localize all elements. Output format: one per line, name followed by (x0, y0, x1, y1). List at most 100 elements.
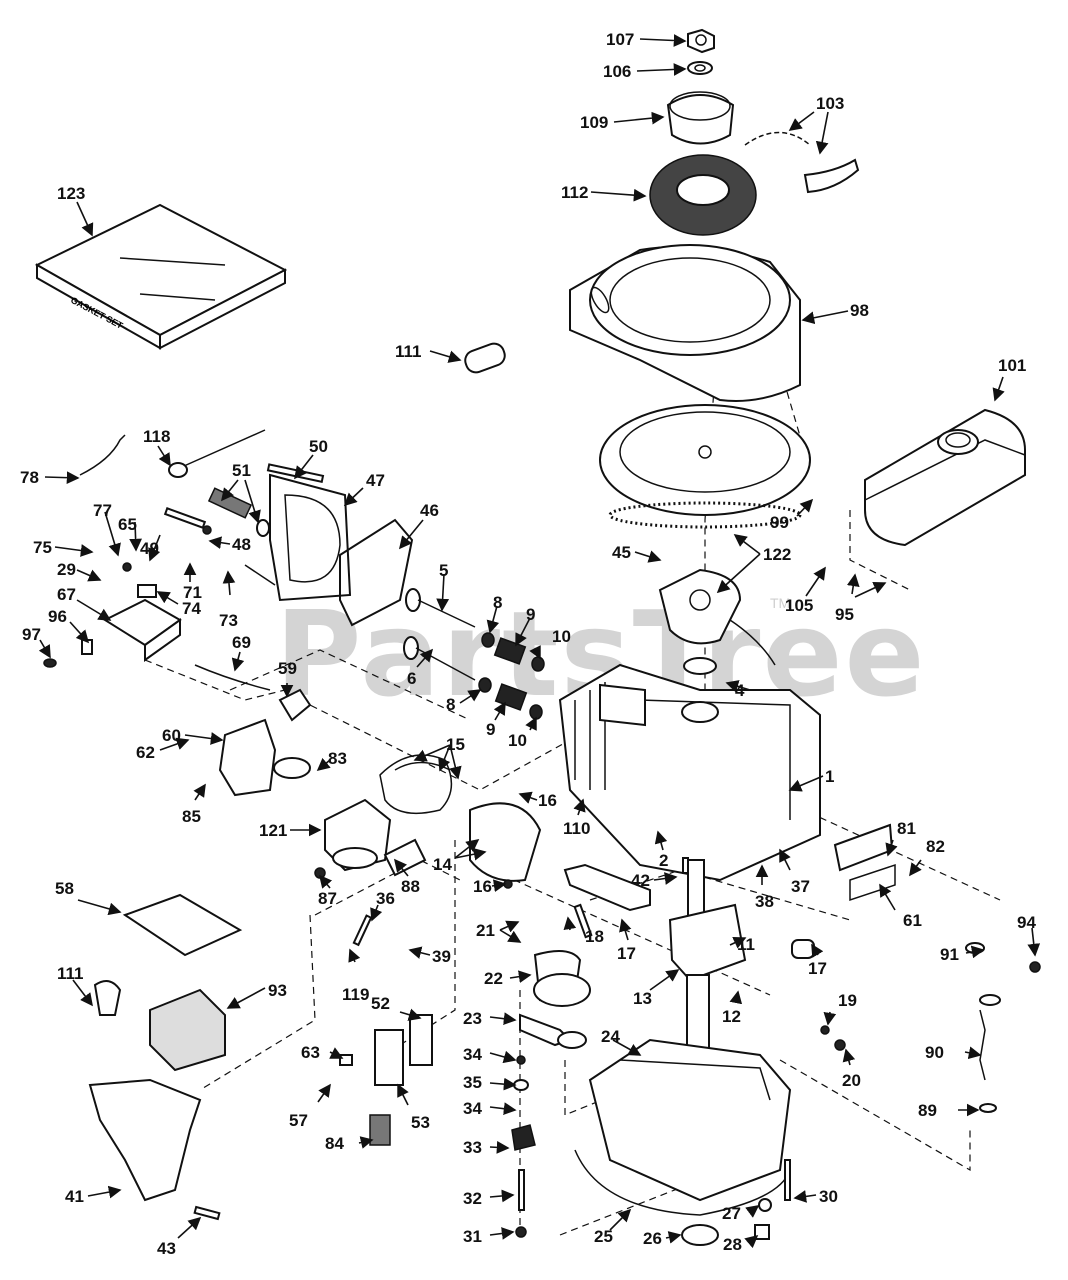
callout-61[interactable]: 61 (903, 911, 922, 930)
callout-96[interactable]: 96 (48, 607, 67, 626)
callout-34-lower[interactable]: 34 (463, 1099, 482, 1118)
callout-67[interactable]: 67 (57, 585, 76, 604)
callout-6[interactable]: 6 (407, 669, 417, 688)
callout-28[interactable]: 28 (723, 1235, 742, 1254)
callout-105[interactable]: 105 (785, 596, 814, 615)
callout-11[interactable]: 11 (737, 935, 755, 954)
callout-93[interactable]: 93 (268, 981, 287, 1000)
callout-23[interactable]: 23 (463, 1009, 482, 1028)
callout-95[interactable]: 95 (835, 605, 854, 624)
callout-32[interactable]: 32 (463, 1189, 482, 1208)
callout-25[interactable]: 25 (594, 1227, 613, 1246)
callout-4[interactable]: 4 (735, 681, 745, 700)
callout-97[interactable]: 97 (22, 625, 41, 644)
callout-103[interactable]: 103 (816, 94, 845, 113)
callout-14[interactable]: 14 (433, 855, 452, 874)
callout-13[interactable]: 13 (633, 989, 652, 1008)
callout-8-lower[interactable]: 8 (446, 695, 456, 714)
callout-48[interactable]: 48 (232, 535, 251, 554)
callout-37[interactable]: 37 (791, 877, 810, 896)
callout-122[interactable]: 122 (763, 545, 792, 564)
callout-8-upper[interactable]: 8 (493, 593, 503, 612)
callout-35[interactable]: 35 (463, 1073, 482, 1092)
callout-65[interactable]: 65 (118, 515, 137, 534)
callout-74[interactable]: 74 (182, 599, 201, 618)
callout-16-upper[interactable]: 16 (538, 791, 557, 810)
callout-29[interactable]: 29 (57, 560, 76, 579)
callout-83[interactable]: 83 (328, 749, 347, 768)
callout-81[interactable]: 81 (897, 819, 916, 838)
callout-107[interactable]: 107 (606, 30, 635, 49)
callout-63[interactable]: 63 (301, 1043, 320, 1062)
callout-34-upper[interactable]: 34 (463, 1045, 482, 1064)
callout-88[interactable]: 88 (401, 877, 420, 896)
callout-84[interactable]: 84 (325, 1134, 344, 1153)
callout-12[interactable]: 12 (722, 1007, 741, 1026)
callout-99[interactable]: 99 (770, 513, 789, 532)
callout-75[interactable]: 75 (33, 538, 52, 557)
callout-52[interactable]: 52 (371, 994, 390, 1013)
callout-50[interactable]: 50 (309, 437, 328, 456)
callout-111-sleeve[interactable]: 111 (395, 342, 422, 361)
callout-10-upper[interactable]: 10 (552, 627, 571, 646)
callout-59[interactable]: 59 (278, 659, 297, 678)
callout-18[interactable]: 18 (585, 927, 604, 946)
callout-123[interactable]: 123 (57, 184, 86, 203)
callout-119[interactable]: 119 (342, 985, 370, 1004)
callout-30[interactable]: 30 (819, 1187, 838, 1206)
callout-118[interactable]: 118 (143, 427, 171, 446)
callout-9-upper[interactable]: 9 (526, 605, 536, 624)
callout-38[interactable]: 38 (755, 892, 774, 911)
callout-82[interactable]: 82 (926, 837, 945, 856)
callout-106[interactable]: 106 (603, 62, 632, 81)
callout-2[interactable]: 2 (659, 851, 669, 870)
callout-53[interactable]: 53 (411, 1113, 430, 1132)
callout-98[interactable]: 98 (850, 301, 869, 320)
callout-51[interactable]: 51 (232, 461, 251, 480)
callout-71[interactable]: 71 (183, 583, 202, 602)
callout-90[interactable]: 90 (925, 1043, 944, 1062)
callout-22[interactable]: 22 (484, 969, 503, 988)
callout-20[interactable]: 20 (842, 1071, 861, 1090)
callout-43[interactable]: 43 (157, 1239, 176, 1258)
callout-17-rod[interactable]: 17 (617, 944, 636, 963)
callout-77[interactable]: 77 (93, 501, 112, 520)
callout-49[interactable]: 49 (140, 539, 159, 558)
callout-5[interactable]: 5 (439, 561, 449, 580)
callout-78[interactable]: 78 (20, 468, 39, 487)
callout-21[interactable]: 21 (476, 921, 495, 940)
callout-17-cap[interactable]: 17 (808, 959, 827, 978)
callout-47[interactable]: 47 (366, 471, 385, 490)
callout-60[interactable]: 60 (162, 726, 181, 745)
callout-9-lower[interactable]: 9 (486, 720, 496, 739)
callout-42[interactable]: 42 (631, 871, 650, 890)
callout-15[interactable]: 15 (446, 735, 465, 754)
callout-24[interactable]: 24 (601, 1027, 620, 1046)
callout-87[interactable]: 87 (318, 889, 337, 908)
callout-69[interactable]: 69 (232, 633, 251, 652)
callout-46[interactable]: 46 (420, 501, 439, 520)
callout-110[interactable]: 110 (563, 819, 591, 838)
callout-121[interactable]: 121 (259, 821, 288, 840)
callout-62[interactable]: 62 (136, 743, 155, 762)
callout-45[interactable]: 45 (612, 543, 631, 562)
callout-89[interactable]: 89 (918, 1101, 937, 1120)
callout-10-lower[interactable]: 10 (508, 731, 527, 750)
callout-27[interactable]: 27 (722, 1204, 741, 1223)
callout-85[interactable]: 85 (182, 807, 201, 826)
callout-36[interactable]: 36 (376, 889, 395, 908)
callout-57[interactable]: 57 (289, 1111, 308, 1130)
callout-26[interactable]: 26 (643, 1229, 662, 1248)
callout-1[interactable]: 1 (825, 767, 835, 786)
callout-31[interactable]: 31 (463, 1227, 482, 1246)
callout-58[interactable]: 58 (55, 879, 74, 898)
callout-91[interactable]: 91 (940, 945, 959, 964)
callout-112[interactable]: 112 (561, 183, 589, 202)
callout-111-air[interactable]: 111 (57, 964, 84, 983)
callout-73[interactable]: 73 (219, 611, 238, 630)
callout-41[interactable]: 41 (65, 1187, 84, 1206)
callout-94[interactable]: 94 (1017, 913, 1036, 932)
callout-19[interactable]: 19 (838, 991, 857, 1010)
callout-39[interactable]: 39 (432, 947, 451, 966)
callout-101[interactable]: 101 (998, 356, 1027, 375)
